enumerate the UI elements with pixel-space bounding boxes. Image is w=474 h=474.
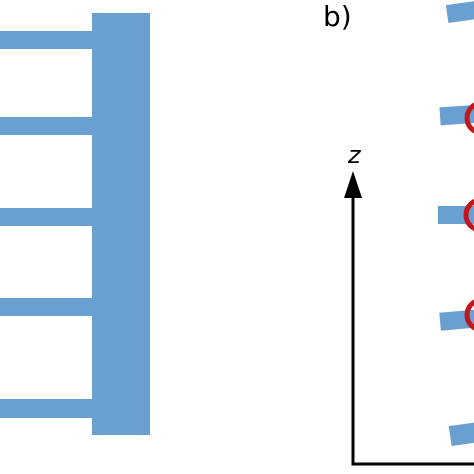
segment-bar bbox=[448, 422, 474, 446]
z-axis-arrowhead bbox=[344, 171, 362, 198]
comb-tooth bbox=[0, 31, 94, 49]
ring-marker bbox=[464, 299, 474, 331]
comb-tooth bbox=[0, 399, 94, 418]
comb-tooth bbox=[0, 298, 94, 316]
ring-marker bbox=[463, 198, 474, 232]
panel-a-comb bbox=[0, 13, 150, 435]
panel-b-segments bbox=[438, 0, 474, 446]
panel-b-label: b) bbox=[323, 0, 352, 33]
panel-b-axes: z bbox=[344, 141, 474, 466]
ring-marker bbox=[464, 102, 474, 134]
segment-bar bbox=[445, 0, 474, 24]
comb-tooth bbox=[0, 117, 94, 135]
comb-tooth bbox=[0, 208, 94, 226]
z-axis-label: z bbox=[347, 141, 362, 169]
comb-backbone bbox=[92, 13, 150, 435]
